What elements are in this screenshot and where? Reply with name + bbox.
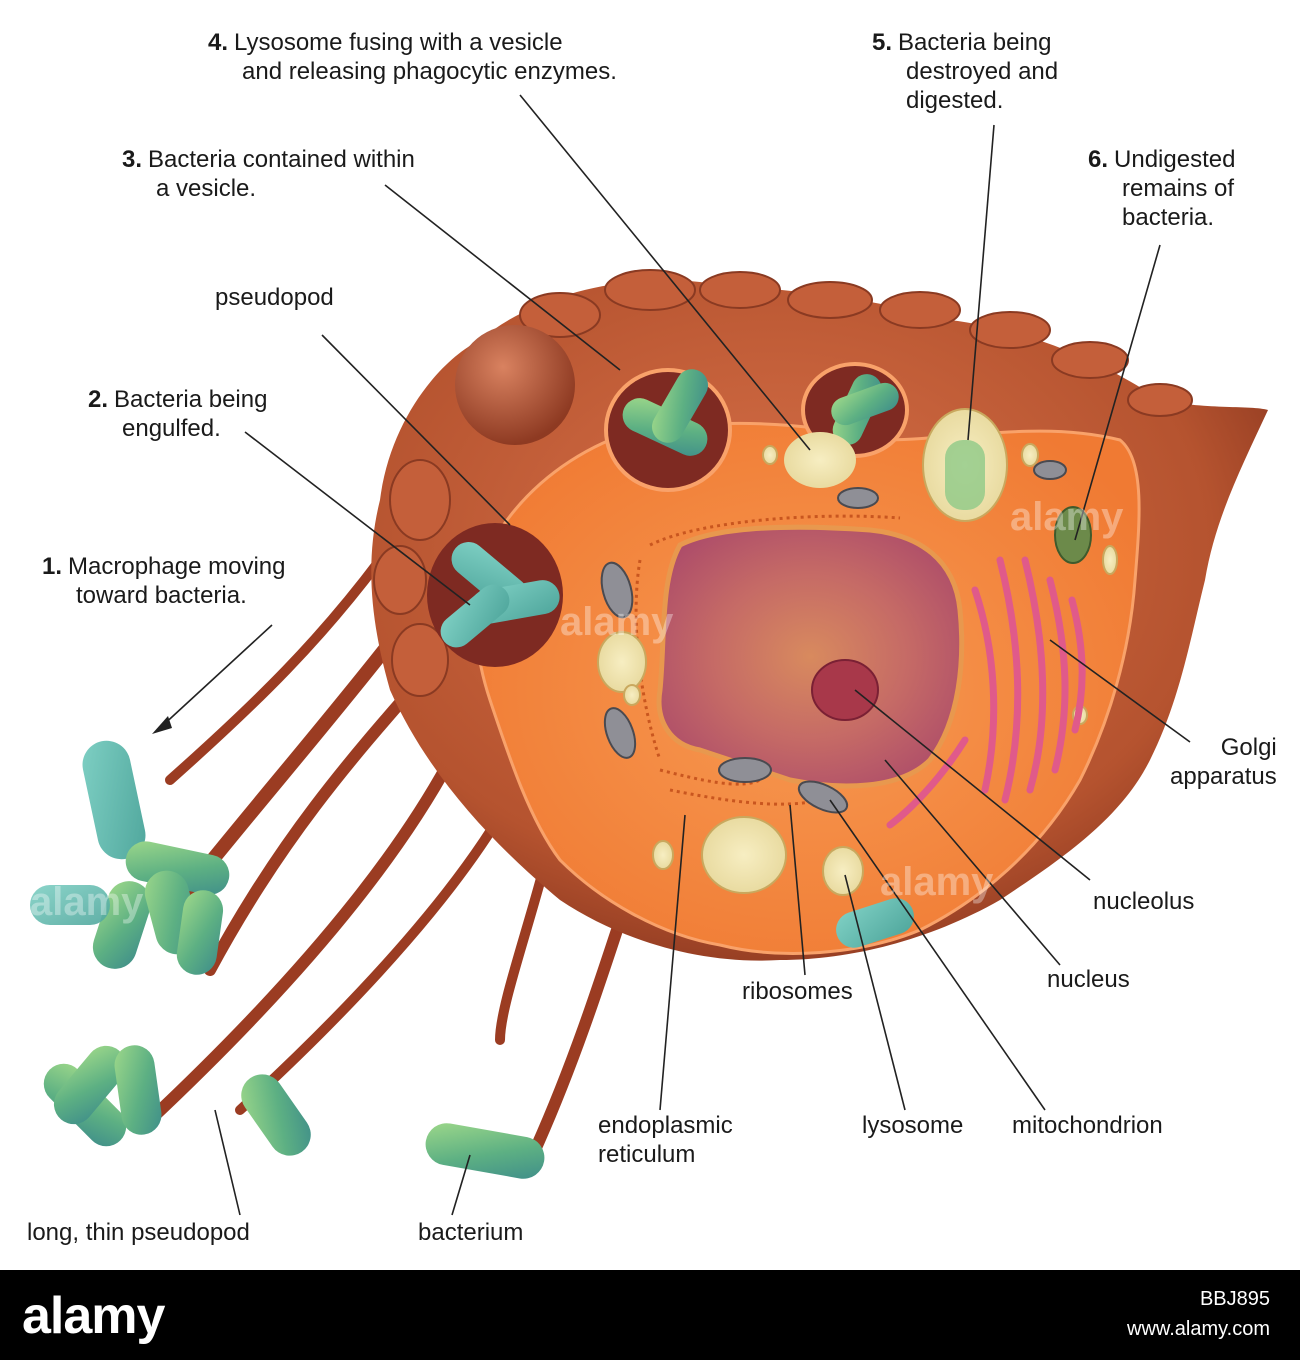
arrowhead: [152, 716, 172, 734]
step2-number: 2.: [88, 386, 109, 413]
macrophage-illustration: [30, 94, 1268, 1216]
er-line2: reticulum: [598, 1141, 696, 1168]
step6-line1: Undigested: [1114, 146, 1236, 173]
label-step5: 5.Bacteria being destroyed and digested.: [872, 28, 1058, 115]
vesicle-step2: [427, 523, 563, 667]
label-step3: 3.Bacteria contained within a vesicle.: [122, 145, 415, 203]
membrane-bulge: [455, 325, 575, 445]
image-info: BBJ895 www.alamy.com: [1127, 1284, 1270, 1344]
label-step6: 6.Undigested remains of bacteria.: [1088, 145, 1235, 232]
golgi-line1: Golgi: [1220, 734, 1277, 761]
step3-line2: a vesicle.: [156, 175, 257, 202]
label-bacterium: bacterium: [418, 1219, 524, 1246]
step5-line1: Bacteria being: [898, 29, 1052, 56]
stock-footer-bar: alamy BBJ895 www.alamy.com: [0, 1270, 1300, 1360]
vesicle-step3: [604, 368, 732, 492]
step3-line1: Bacteria contained within: [148, 146, 415, 173]
step1-line2: toward bacteria.: [76, 582, 247, 609]
step1-number: 1.: [42, 553, 63, 580]
label-nucleolus: nucleolus: [1093, 888, 1195, 915]
step6-number: 6.: [1088, 146, 1109, 173]
image-id: BBJ895: [1199, 1288, 1270, 1310]
membrane-folds: [373, 269, 1193, 697]
label-nucleus: nucleus: [1047, 966, 1130, 993]
watermark-2: alamy: [1010, 495, 1124, 539]
label-lysosome: lysosome: [862, 1112, 964, 1139]
leader-lines: [159, 94, 1191, 1216]
step3-number: 3.: [122, 146, 143, 173]
undigested-remains: [1054, 506, 1092, 564]
label-step1: 1.Macrophage moving toward bacteria.: [42, 552, 285, 610]
vesicle-step5: [922, 408, 1008, 522]
label-mitochondrion: mitochondrion: [1012, 1112, 1163, 1139]
watermark-4: alamy: [30, 880, 144, 924]
lysosomes: [597, 443, 1118, 896]
step6-line2: remains of: [1122, 175, 1235, 202]
brand-logo: alamy: [22, 1287, 165, 1345]
step4-line1: Lysosome fusing with a vesicle: [234, 29, 563, 56]
step5-line3: digested.: [906, 87, 1004, 114]
step4-line2: and releasing phagocytic enzymes.: [242, 58, 617, 85]
label-step2: 2.Bacteria being engulfed.: [88, 385, 267, 443]
step4-number: 4.: [208, 29, 229, 56]
step5-line2: destroyed and: [906, 58, 1059, 85]
nucleolus-shape: [811, 659, 879, 721]
label-step4: 4.Lysosome fusing with a vesicle and rel…: [208, 28, 617, 86]
step2-line2: engulfed.: [122, 415, 221, 442]
er-line1: endoplasmic: [598, 1112, 733, 1139]
diagram-stage: alamy alamy alamy alamy 1.Macrophage mov…: [27, 28, 1277, 1246]
label-long-thin-pseudopod: long, thin pseudopod: [27, 1219, 250, 1246]
lysosome-bacterium: [836, 898, 914, 948]
step1-line1: Macrophage moving: [68, 553, 286, 580]
golgi-apparatus-shape: [886, 556, 1086, 829]
nucleus-shape: [656, 524, 965, 789]
label-er: endoplasmic reticulum: [598, 1111, 733, 1169]
watermark-3: alamy: [880, 860, 994, 904]
step6-line3: bacteria.: [1122, 204, 1215, 231]
step5-number: 5.: [872, 29, 893, 56]
watermark-1: alamy: [560, 600, 674, 644]
label-pseudopod: pseudopod: [215, 284, 334, 311]
mitochondria: [600, 460, 1067, 814]
vesicle-step4: [784, 362, 909, 488]
site-url: www.alamy.com: [1127, 1318, 1270, 1340]
label-golgi: Golgi apparatus: [1170, 733, 1277, 791]
golgi-line2: apparatus: [1170, 763, 1277, 790]
step2-line1: Bacteria being: [114, 386, 268, 413]
free-bacteria: [30, 740, 545, 1179]
label-ribosomes: ribosomes: [742, 978, 853, 1005]
